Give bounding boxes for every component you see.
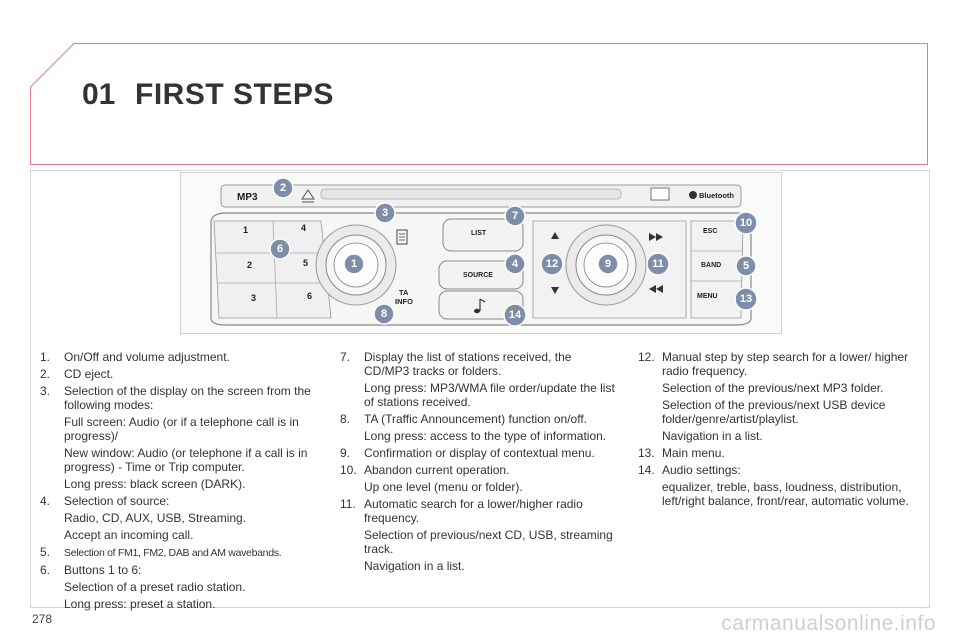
legend-sub-12b: Selection of the previous/next USB devic… [662,398,886,426]
legend-sub-3a: Full screen: Audio (or if a telephone ca… [64,415,299,443]
legend-item-12: 12.Manual step by step search for a lowe… [638,350,909,378]
band-button[interactable]: BAND [701,262,721,269]
audio-system-illustration: MP3 Bluetooth 1 2 3 4 5 6 TA INFO LIST S… [180,172,782,334]
svg-text:10: 10 [740,217,752,229]
ta-label[interactable]: TA [399,288,409,297]
page-number: 278 [32,612,53,626]
callout-badge-14: 14 [503,303,527,327]
chapter-title: FIRST STEPS [135,78,334,111]
svg-text:12: 12 [546,258,558,270]
arrow-down-icon[interactable] [551,287,559,294]
legend-column-3: 12.Manual step by step search for a lowe… [638,350,918,511]
legend-sub-12c: Navigation in a list. [662,429,763,443]
legend-item-3: 3.Selection of the display on the screen… [40,384,311,412]
legend-sub-11a: Selection of previous/next CD, USB, stre… [364,528,613,556]
callout-badge-3: 3 [374,202,396,224]
callout-badge-12: 12 [540,252,564,276]
legend-item-8: 8.TA (Traffic Announcement) function on/… [340,412,588,426]
legend-item-4: 4.Selection of source: [40,494,170,508]
callout-badge-1: 1 [343,253,365,275]
svg-text:7: 7 [512,210,518,222]
svg-text:9: 9 [605,258,611,270]
eject-icon [301,189,315,203]
callout-badge-6: 6 [269,238,291,260]
callout-badge-13: 13 [734,287,758,311]
callout-badge-8: 8 [373,303,395,325]
callout-badge-5: 5 [735,255,757,277]
esc-button[interactable]: ESC [703,228,717,235]
preset-5[interactable]: 5 [303,258,308,268]
legend-item-2: 2.CD eject. [40,367,114,381]
svg-text:8: 8 [381,308,387,320]
callout-badge-9: 9 [597,253,619,275]
svg-text:14: 14 [509,309,522,321]
bluetooth-label: Bluetooth [699,191,734,200]
svg-text:6: 6 [277,243,283,255]
svg-text:2: 2 [280,182,286,194]
legend-sub-6a: Selection of a preset radio station. [64,580,246,594]
chapter-number: 01 [82,78,116,111]
preset-3[interactable]: 3 [251,293,256,303]
legend-item-13: 13.Main menu. [638,446,725,460]
preset-6[interactable]: 6 [307,291,312,301]
info-label[interactable]: INFO [395,297,413,306]
legend-sub-12a: Selection of the previous/next MP3 folde… [662,381,884,395]
arrow-up-icon[interactable] [551,232,559,239]
legend-sub-3b: New window: Audio (or telephone if a cal… [64,446,308,474]
callout-badge-4: 4 [504,253,526,275]
audio-settings-button[interactable] [438,290,524,320]
menu-button[interactable]: MENU [697,293,718,300]
legend-item-14: 14.Audio settings: [638,463,741,477]
list-button[interactable] [442,218,524,252]
mp3-label: MP3 [237,192,258,203]
legend-item-11: 11.Automatic search for a lower/higher r… [340,497,583,525]
legend-sub-4b: Accept an incoming call. [64,528,194,542]
svg-text:3: 3 [382,207,388,219]
legend-item-6: 6.Buttons 1 to 6: [40,563,142,577]
legend-sub-6b: Long press: preset a station. [64,597,216,611]
legend-column-2: 7.Display the list of stations received,… [340,350,620,576]
preset-4[interactable]: 4 [301,223,306,233]
watermark: carmanualsonline.info [721,612,936,635]
legend-item-10: 10.Abandon current operation. [340,463,510,477]
legend-sub-7: Long press: MP3/WMA file order/update th… [364,381,615,409]
svg-text:5: 5 [743,260,749,272]
usb-slot-icon [650,187,670,201]
callout-badge-7: 7 [504,205,526,227]
callout-badge-11: 11 [646,252,670,276]
preset-1[interactable]: 1 [243,225,248,235]
rewind-icon[interactable] [649,285,663,293]
svg-text:13: 13 [740,293,752,305]
legend-sub-11b: Navigation in a list. [364,559,465,573]
bluetooth-icon [689,191,697,199]
callout-badge-10: 10 [734,211,758,235]
svg-text:4: 4 [512,258,519,270]
list-label: LIST [471,230,487,237]
legend-sub-3c: Long press: black screen (DARK). [64,477,246,491]
legend-sub-4a: Radio, CD, AUX, USB, Streaming. [64,511,247,525]
legend-sub-10: Up one level (menu or folder). [364,480,523,494]
display-mode-icon [396,229,408,245]
music-note-icon [474,298,486,314]
legend-column-1: 1.On/Off and volume adjustment. 2.CD eje… [40,350,325,614]
legend-item-5: 5.Selection of FM1, FM2, DAB and AM wave… [40,545,282,559]
fast-forward-icon[interactable] [649,233,663,241]
legend-item-9: 9.Confirmation or display of contextual … [340,446,595,460]
legend-item-1: 1.On/Off and volume adjustment. [40,350,230,364]
legend-sub-14: equalizer, treble, bass, loudness, distr… [662,480,909,508]
svg-text:11: 11 [652,258,664,270]
source-label: SOURCE [463,272,493,279]
content-panel [30,170,930,608]
preset-2[interactable]: 2 [247,260,252,270]
callout-badge-2: 2 [272,177,294,199]
legend-sub-8: Long press: access to the type of inform… [364,429,607,443]
source-button[interactable] [438,260,524,290]
preset-buttons-block: 1 2 3 4 5 6 [213,220,332,319]
legend-item-7: 7.Display the list of stations received,… [340,350,572,378]
svg-text:1: 1 [351,258,357,270]
